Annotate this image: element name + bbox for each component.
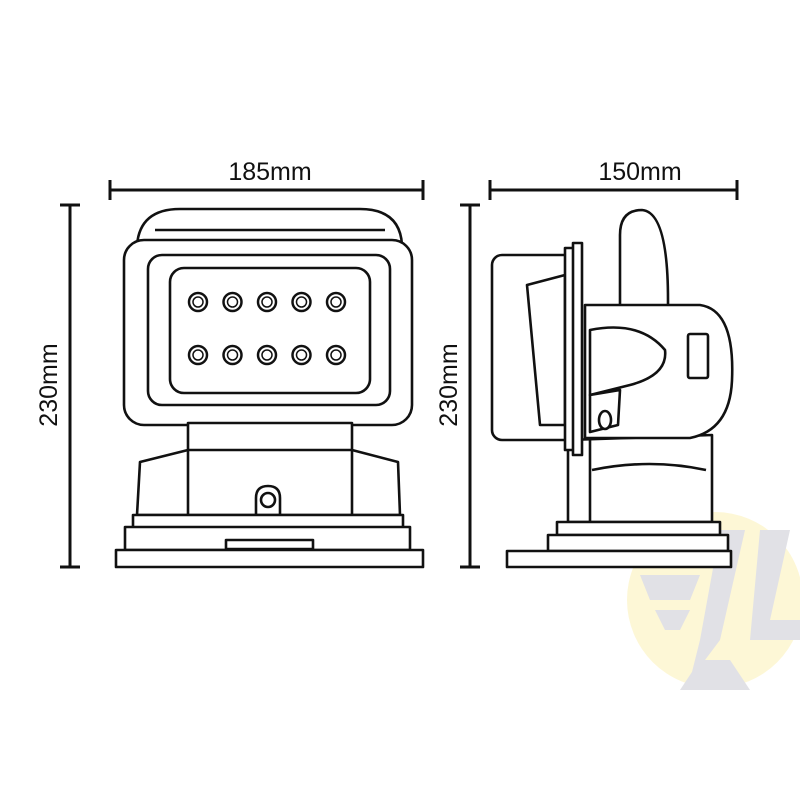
side-view [490, 208, 734, 569]
front-height-dimension: 230mm [35, 203, 80, 569]
knob-bolt [259, 491, 277, 509]
base-tab [224, 538, 315, 551]
led [261, 296, 273, 308]
lens [168, 266, 372, 395]
front-width-dimension: 185mm [108, 158, 425, 200]
led [192, 296, 204, 308]
front-width-label: 185mm [228, 158, 311, 186]
led [295, 296, 308, 308]
led [226, 296, 239, 308]
side-depth-dimension: 150mm [488, 158, 739, 200]
side-height-label: 230mm [435, 343, 463, 426]
neck [186, 421, 354, 455]
side-base-mid [546, 533, 730, 553]
hinge-hole [597, 409, 613, 431]
side-window [686, 332, 710, 380]
front-view [114, 207, 425, 569]
side-height-dimension: 230mm [435, 203, 480, 569]
led [295, 349, 308, 361]
side-base-bottom [505, 549, 733, 569]
led [261, 349, 273, 361]
led [330, 349, 342, 361]
side-depth-label: 150mm [598, 158, 681, 186]
led-array [187, 291, 347, 366]
top-handle [135, 207, 404, 247]
hinge-bracket [588, 326, 667, 397]
led [226, 349, 239, 361]
led [330, 296, 342, 308]
flange-outer [571, 241, 584, 457]
led [192, 349, 204, 361]
front-height-label: 230mm [35, 343, 63, 426]
side-base-top [555, 520, 722, 537]
base-plate-bottom [114, 548, 425, 569]
